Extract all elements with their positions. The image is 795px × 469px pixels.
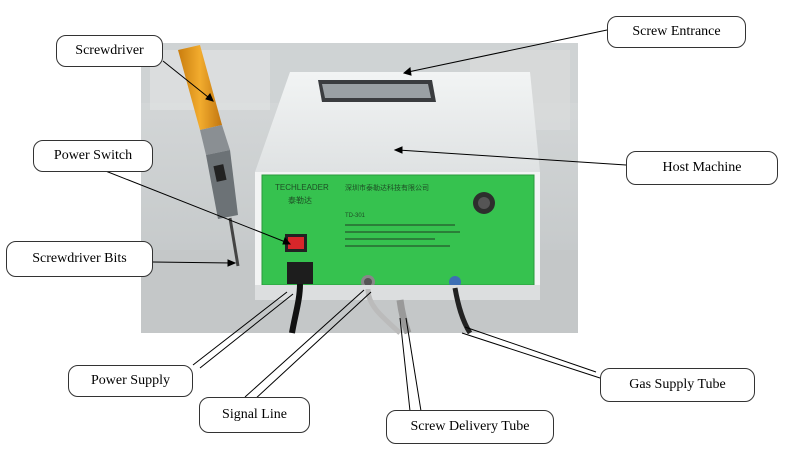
screwdriver: [178, 45, 240, 267]
model-text: TD-301: [345, 213, 366, 219]
label-screwdriver: Screwdriver: [56, 35, 163, 67]
label-host-machine: Host Machine: [626, 151, 778, 185]
label-power-switch: Power Switch: [33, 140, 153, 172]
label-gas-supply-tube: Gas Supply Tube: [600, 368, 755, 402]
label-power-supply: Power Supply: [68, 365, 193, 397]
cables: [289, 283, 473, 335]
brand-text: TECHLEADER: [275, 183, 329, 192]
brand-cn-text: 泰勒达: [288, 195, 312, 205]
label-signal-line: Signal Line: [199, 397, 310, 433]
host-machine: TECHLEADER 泰勒达 深圳市泰勒达科技有限公司 TD-301: [255, 72, 540, 300]
label-screwdriver-bits: Screwdriver Bits: [6, 241, 153, 277]
company-text: 深圳市泰勒达科技有限公司: [345, 183, 429, 192]
label-screw-delivery-tube: Screw Delivery Tube: [386, 410, 554, 444]
leader-lines: [102, 29, 627, 412]
label-screw-entrance: Screw Entrance: [607, 16, 746, 48]
power-switch-red: [288, 237, 304, 249]
